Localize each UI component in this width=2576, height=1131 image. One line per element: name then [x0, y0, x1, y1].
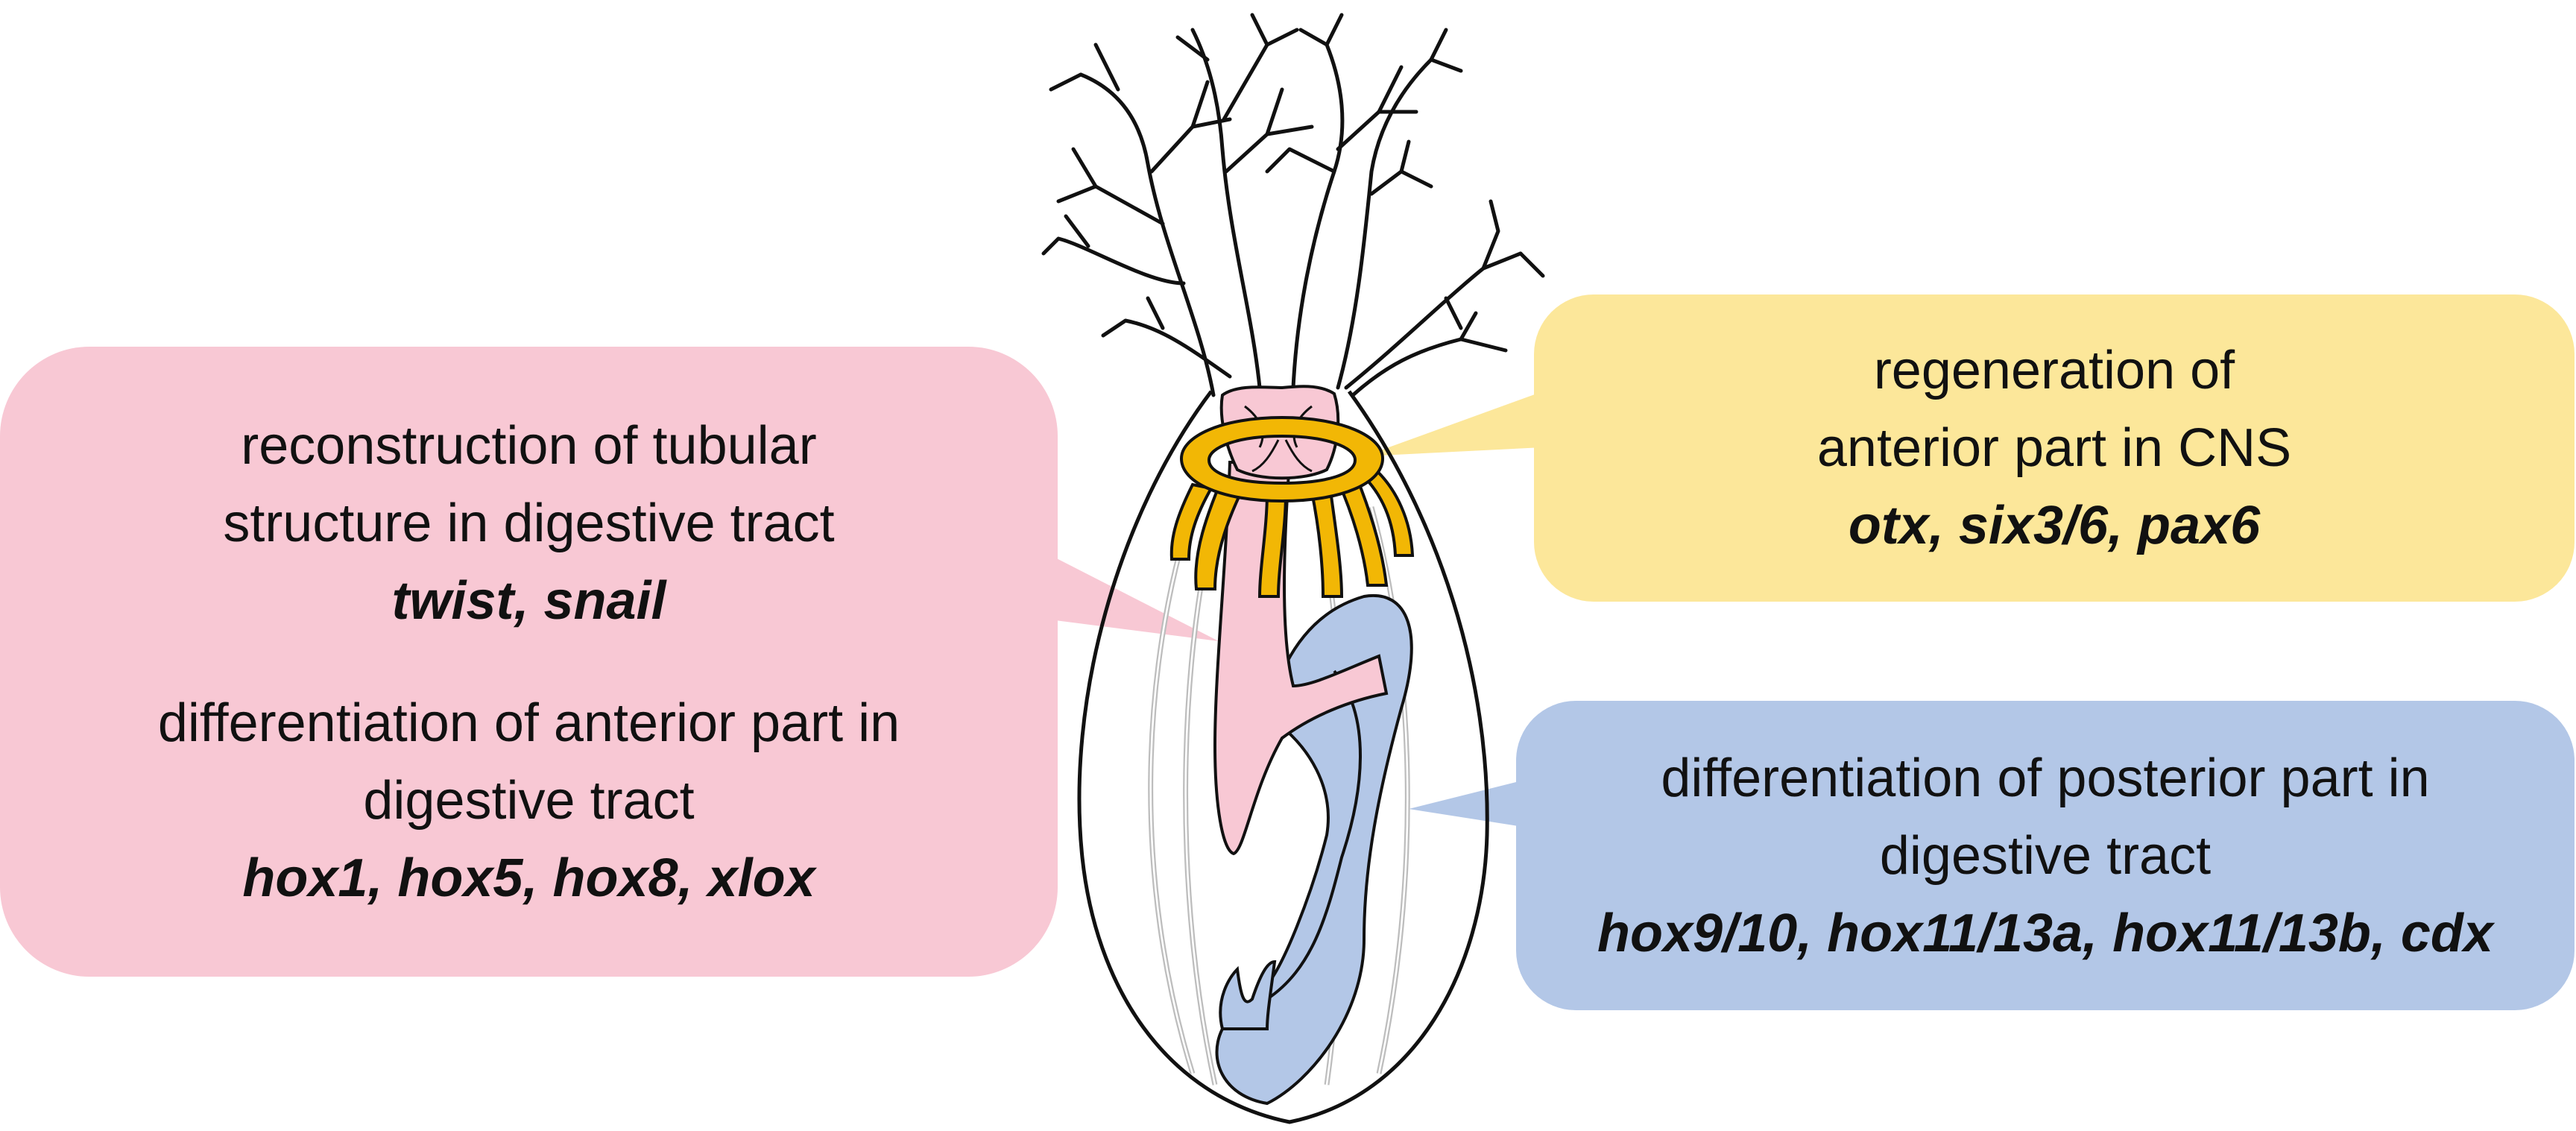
anterior-differentiation-line-2: digestive tract — [363, 770, 695, 831]
cns-regeneration-callout: regeneration of anterior part in CNS otx… — [1534, 294, 2575, 602]
blue-callout-pointer — [1409, 779, 1528, 828]
posterior-gut — [1215, 593, 1413, 1106]
reconstruction-line-2: structure in digestive tract — [223, 493, 835, 553]
yellow-callout-pointer — [1364, 391, 1543, 456]
blue-callout-box — [1516, 701, 2575, 1010]
cns-genes: otx, six3/6, pax6 — [1848, 496, 2261, 555]
cloaca — [1219, 960, 1277, 1030]
nerve-ring — [1169, 415, 1415, 598]
cns-line-1: regeneration of — [1873, 341, 2235, 400]
anterior-differentiation-genes: hox1, hox5, hox8, xlox — [242, 848, 815, 908]
anterior-differentiation-line-1: differentiation of anterior part in — [157, 693, 900, 753]
posterior-gut-loop — [1266, 670, 1362, 1001]
posterior-genes: hox9/10, hox11/13a, hox11/13b, cdx — [1597, 903, 2493, 963]
posterior-line-1: differentiation of posterior part in — [1661, 748, 2430, 808]
posterior-line-2: digestive tract — [1879, 825, 2212, 886]
pink-callout-pointer — [1044, 552, 1219, 641]
pink-callout-box — [0, 347, 1058, 977]
yellow-callout-box — [1534, 294, 2575, 602]
posterior-digestive-callout: differentiation of posterior part in dig… — [1516, 701, 2575, 1010]
anterior-gut — [1213, 461, 1389, 856]
tentacles — [1041, 13, 1545, 397]
anterior-digestive-callout: reconstruction of tubular structure in d… — [0, 347, 1058, 977]
cns-line-2: anterior part in CNS — [1816, 418, 2292, 478]
reconstruction-line-1: reconstruction of tubular — [241, 415, 817, 476]
body-outline — [1077, 390, 1489, 1124]
reconstruction-genes: twist, snail — [391, 570, 666, 631]
